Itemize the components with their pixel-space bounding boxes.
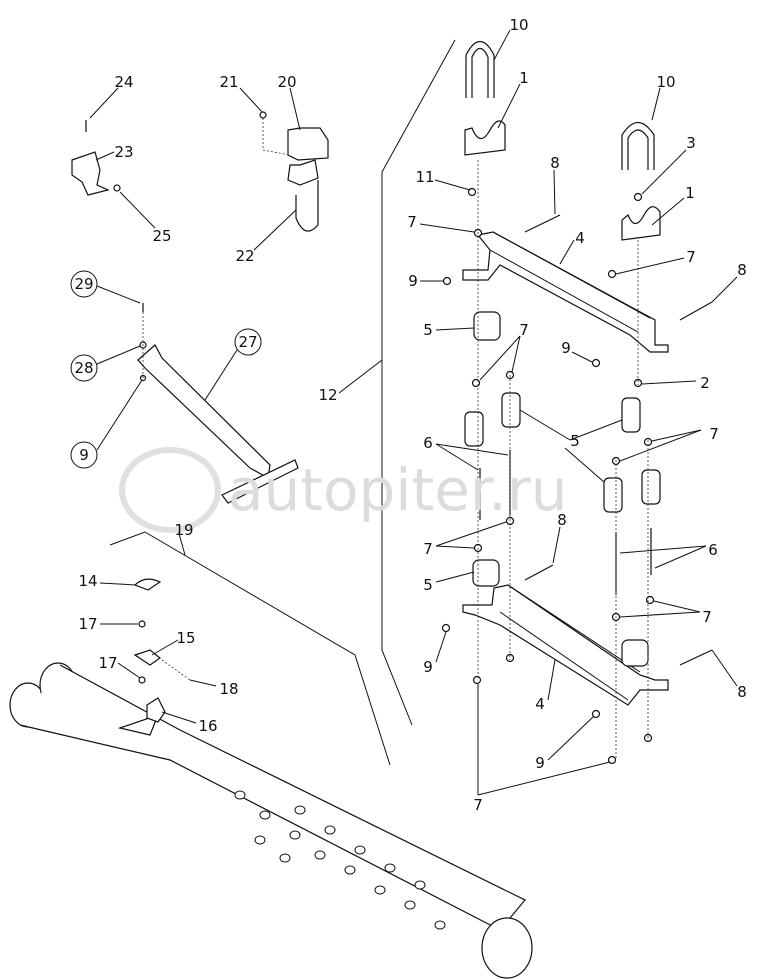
callout: 20 <box>277 73 296 91</box>
support-27 <box>137 303 299 504</box>
callout: 8 <box>737 683 747 701</box>
group-boundaries <box>109 39 456 766</box>
u-bolt-10-right <box>621 121 655 170</box>
bracket-4-upper <box>462 231 669 353</box>
callout: 19 <box>174 521 193 539</box>
clamp-20-22 <box>259 111 329 232</box>
callout: 3 <box>686 134 696 152</box>
callout: 7 <box>423 540 433 558</box>
clamp-1-left <box>464 120 506 156</box>
callout: 7 <box>519 321 529 339</box>
bracket-4-lower <box>462 584 669 706</box>
callout: 25 <box>152 227 171 245</box>
callout: 17 <box>78 615 97 633</box>
u-bolt-10-left <box>465 40 495 98</box>
callout: 5 <box>570 432 580 450</box>
callout: 10 <box>656 73 675 91</box>
callout: 4 <box>535 695 545 713</box>
assembly-axes <box>477 160 649 760</box>
callout: 7 <box>686 248 696 266</box>
callout: 5 <box>423 576 433 594</box>
callout: 8 <box>737 261 747 279</box>
callout: 9 <box>423 658 433 676</box>
callout: 2 <box>700 374 710 392</box>
callout: 8 <box>550 154 560 172</box>
callout: 16 <box>198 717 217 735</box>
heat-shield-parts <box>133 578 191 723</box>
callout: 27 <box>238 333 257 351</box>
callout: 28 <box>74 359 93 377</box>
callout: 7 <box>473 796 483 814</box>
callout: 12 <box>318 386 337 404</box>
callout: 14 <box>78 572 97 590</box>
callout: 1 <box>685 184 695 202</box>
callout: 22 <box>235 247 254 265</box>
callout: 29 <box>74 275 93 293</box>
callout: 7 <box>407 213 417 231</box>
callout: 9 <box>535 754 545 772</box>
callout: 8 <box>557 511 567 529</box>
clamp-1-right <box>621 206 661 241</box>
circled-callouts <box>70 270 262 469</box>
callout: 9 <box>79 446 89 464</box>
callout: 9 <box>561 339 571 357</box>
callout: 11 <box>415 168 434 186</box>
callout: 24 <box>114 73 133 91</box>
exhaust-pipe <box>9 662 533 979</box>
callout: 6 <box>708 541 718 559</box>
spacers-5 <box>464 311 661 667</box>
callout-labels: 10 1 10 3 1 8 11 7 4 7 8 9 5 7 9 2 12 5 … <box>74 16 746 814</box>
callout: 1 <box>519 69 529 87</box>
callout: 10 <box>509 16 528 34</box>
bracket-23 <box>71 120 121 196</box>
watermark-text: autopiter.ru <box>228 456 567 524</box>
callout: 5 <box>423 321 433 339</box>
callout: 7 <box>702 608 712 626</box>
callout: 6 <box>423 434 433 452</box>
callout: 7 <box>709 425 719 443</box>
callout: 23 <box>114 143 133 161</box>
callout: 9 <box>408 272 418 290</box>
callout: 4 <box>575 229 585 247</box>
watermark-logo: autopiter.ru <box>119 447 567 533</box>
leader-lines <box>89 29 738 796</box>
bolts-8 <box>524 214 713 666</box>
callout: 17 <box>98 654 117 672</box>
callout: 15 <box>176 629 195 647</box>
callout: 18 <box>219 680 238 698</box>
callout: 21 <box>219 73 238 91</box>
